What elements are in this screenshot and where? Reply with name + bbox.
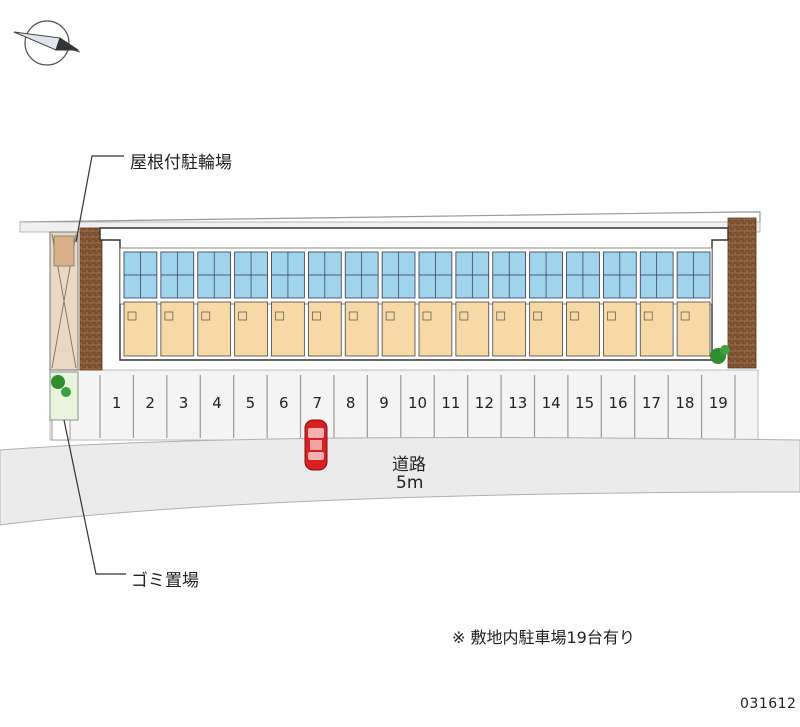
parking-space-number: 17	[642, 394, 661, 412]
north-arrow-icon	[13, 20, 81, 66]
parking-space-number: 5	[246, 394, 256, 412]
bicycle-parking-label: 屋根付駐輪場	[130, 153, 232, 173]
parking-space-number: 9	[379, 394, 389, 412]
brick-wall-left	[79, 227, 103, 371]
parking-space-number: 3	[179, 394, 189, 412]
apartment-unit	[639, 251, 674, 357]
apartment-unit	[566, 251, 600, 357]
garbage-area-label: ゴミ置場	[131, 571, 199, 591]
parking-space-number: 16	[608, 394, 627, 412]
map-id: 031612	[740, 696, 797, 712]
apartment-unit	[455, 251, 490, 357]
parking-space-number: 19	[709, 394, 728, 412]
parking-space-number: 1	[112, 394, 122, 412]
callout-line-bicycle	[75, 155, 124, 243]
apartment-unit	[234, 251, 268, 357]
parking-space-number: 11	[441, 394, 460, 412]
parking-space-number: 14	[542, 394, 561, 412]
apartment-unit	[344, 251, 379, 357]
road-width-label: 5m	[396, 473, 424, 493]
parking-space-number: 12	[475, 394, 494, 412]
bicycle-parking-area	[49, 231, 79, 371]
apartment-unit	[197, 251, 232, 357]
brick-wall-right	[727, 217, 757, 369]
apartment-unit	[418, 251, 453, 357]
apartment-unit	[602, 251, 637, 357]
apartment-unit	[307, 251, 342, 357]
road	[0, 436, 800, 526]
parking-space-number: 2	[145, 394, 155, 412]
parking-space-number: 6	[279, 394, 289, 412]
callout-line-garbage	[63, 419, 126, 575]
car-icon	[304, 419, 328, 471]
parking-space-number: 4	[212, 394, 222, 412]
apartment-unit	[676, 251, 711, 357]
parking-space-number: 15	[575, 394, 594, 412]
parking-space-number: 8	[346, 394, 356, 412]
apartment-unit	[381, 251, 416, 357]
apartment-unit	[492, 251, 527, 357]
parking-footnote: ※ 敷地内駐車場19台有り	[452, 628, 635, 647]
apartment-unit	[123, 251, 158, 357]
apartment-building	[99, 227, 729, 361]
apartment-unit	[160, 251, 195, 357]
apartment-unit	[271, 251, 305, 357]
site-area	[19, 211, 761, 441]
apartment-unit	[529, 251, 563, 357]
parking-space-number: 10	[408, 394, 427, 412]
parking-space-number: 7	[312, 394, 322, 412]
greenery	[49, 345, 730, 421]
road-name-label: 道路	[392, 455, 426, 475]
parking-space-number: 13	[508, 394, 527, 412]
parking-space-number: 18	[675, 394, 694, 412]
